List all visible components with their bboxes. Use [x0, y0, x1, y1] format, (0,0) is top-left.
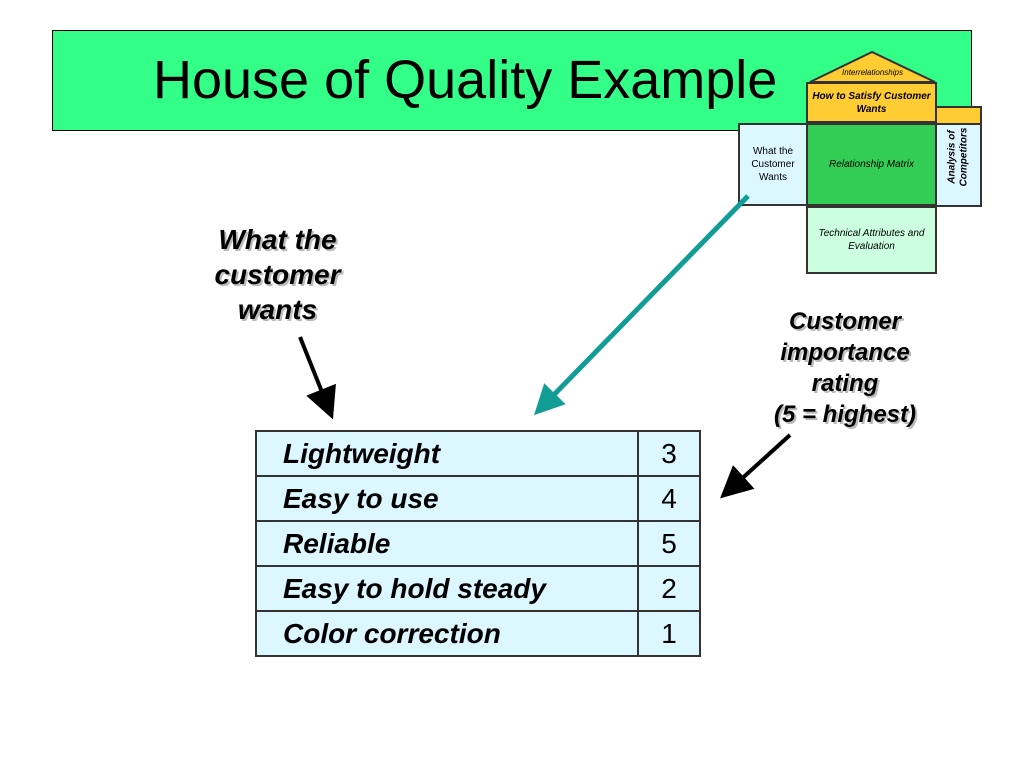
title-bar: House of Quality Example: [52, 30, 972, 131]
arrow-to-rating-column: [720, 433, 792, 499]
importance-rating-cell: 1: [638, 610, 700, 657]
rating-line-2: importance: [780, 339, 910, 366]
importance-rating-cell: 2: [638, 565, 700, 612]
teal-arrow-from-house: [534, 194, 750, 416]
customer-want-cell: Reliable: [256, 520, 639, 567]
competitors-label: Analysis of Competitors: [947, 127, 971, 186]
relationship-matrix-label: Relationship Matrix: [828, 159, 915, 170]
customer-wants-box: What the Customer Wants: [738, 123, 808, 206]
competitors-line-2: Competitors: [958, 127, 970, 186]
importance-rating-cell: 3: [638, 430, 700, 477]
customer-want-cell: Lightweight: [256, 430, 639, 477]
relationship-matrix-box: Relationship Matrix: [806, 123, 937, 206]
what-the-customer-wants-label: What the customer wants: [214, 224, 341, 325]
customer-want-cell: Easy to use: [256, 475, 639, 522]
competitors-line-1: Analysis of: [946, 129, 958, 184]
rating-line-4: (5 = highest): [773, 401, 917, 428]
customer-want-cell: Color correction: [256, 610, 639, 657]
technical-attributes-label: Technical Attributes and Evaluation: [818, 228, 925, 252]
rating-line-3: rating: [811, 370, 879, 397]
importance-rating-cell: 4: [638, 475, 700, 522]
customer-wants-label: What the Customer Wants: [751, 146, 795, 183]
importance-rating-cell: 5: [638, 520, 700, 567]
arrow-to-wants-column: [298, 336, 336, 420]
slide-title: House of Quality Example: [153, 50, 778, 110]
customer-want-cell: Easy to hold steady: [256, 565, 639, 612]
rating-line-1: Customer: [788, 308, 902, 335]
technical-attributes-box: Technical Attributes and Evaluation: [806, 206, 937, 274]
customer-importance-rating-label: Customer importance rating (5 = highest): [745, 306, 945, 430]
